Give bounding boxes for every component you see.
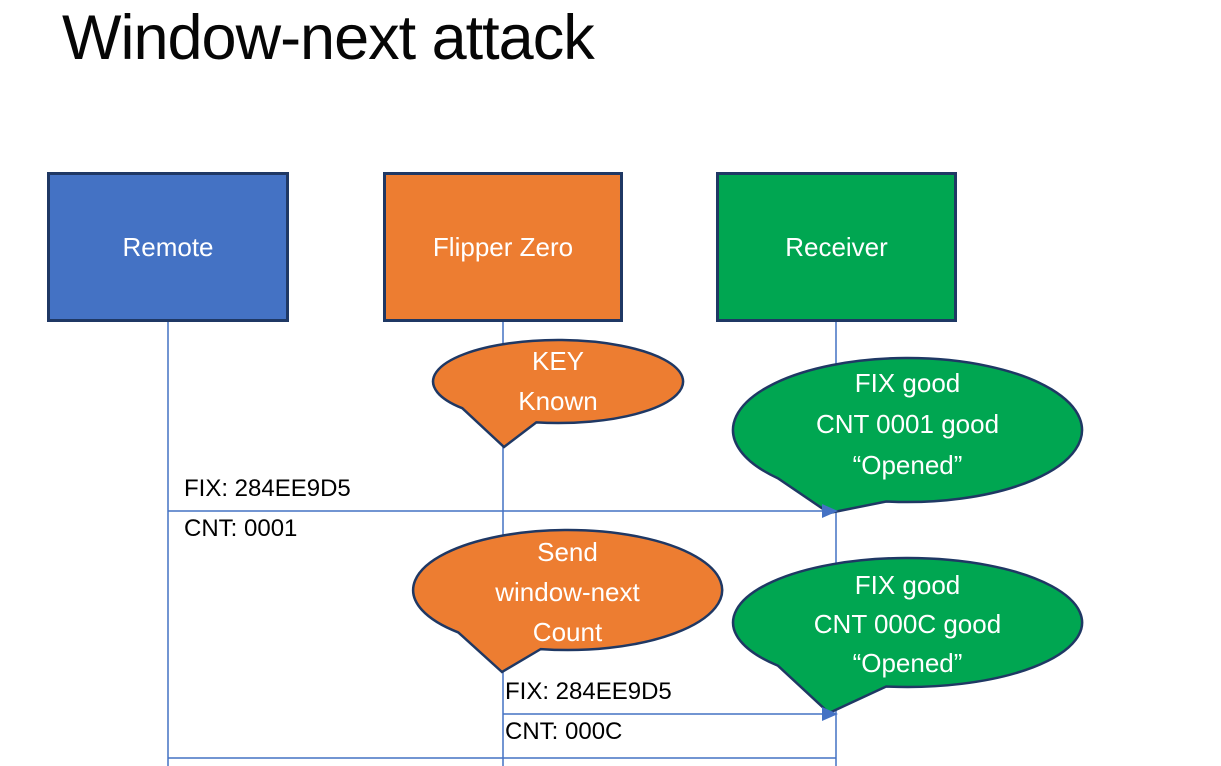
arrowhead-message-2 — [822, 707, 838, 721]
actor-box-flipper-zero: Flipper Zero — [383, 172, 623, 322]
message-2-label-fix: FIX: 284EE9D5 — [505, 678, 672, 705]
message-1-label-cnt: CNT: 0001 — [184, 515, 298, 542]
callout-bubble-send-window-next — [411, 528, 724, 674]
actor-label-receiver: Receiver — [785, 231, 888, 262]
callout-bubble-receiver-check-2 — [731, 556, 1084, 715]
actor-label-flipper-zero: Flipper Zero — [432, 231, 574, 262]
callout-bubble-receiver-check-1 — [731, 356, 1084, 515]
arrowhead-message-1 — [822, 504, 838, 518]
page-title: Window-next attack — [62, 3, 595, 73]
message-1-label-fix: FIX: 284EE9D5 — [184, 475, 351, 502]
callout-bubble-key-known — [431, 338, 685, 449]
message-2-label-cnt: CNT: 000C — [505, 718, 623, 745]
actor-box-remote: Remote — [47, 172, 289, 322]
actor-box-receiver: Receiver — [716, 172, 957, 322]
actor-label-remote: Remote — [122, 231, 214, 262]
